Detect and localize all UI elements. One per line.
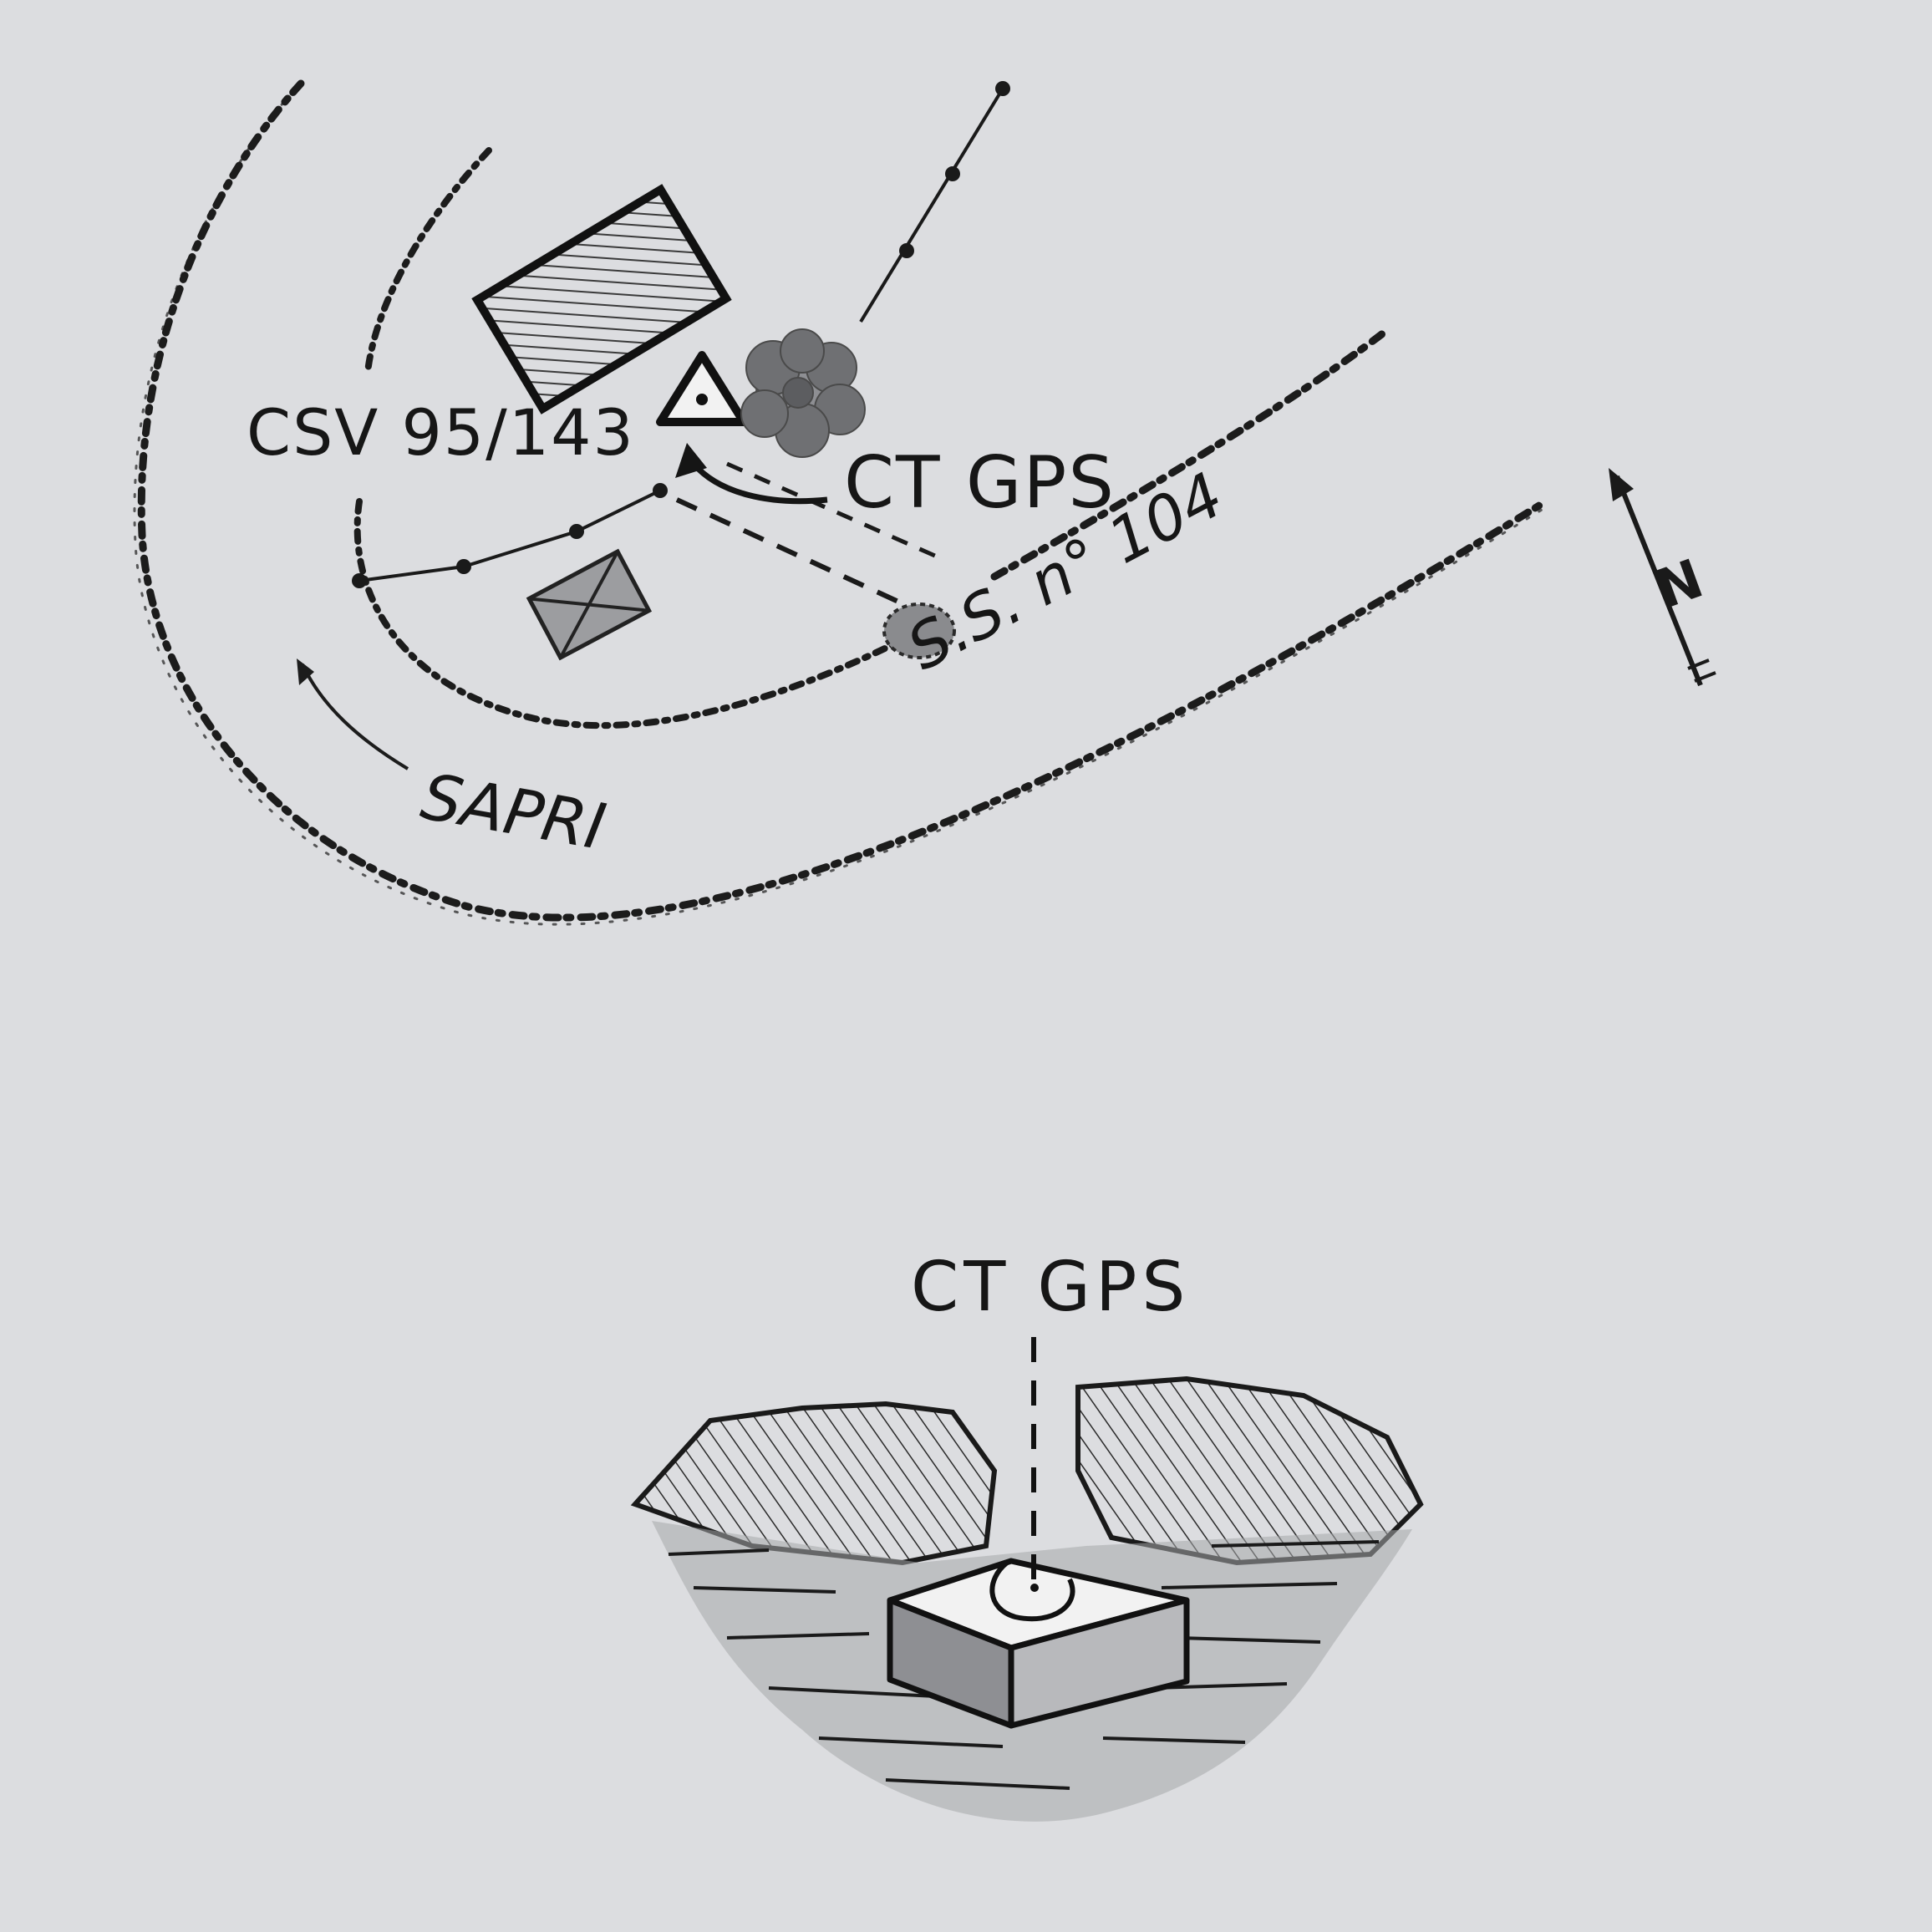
rock-outcrop-right [1075, 1375, 1424, 1566]
building-rectangle [471, 184, 732, 414]
triangle-icon [656, 351, 748, 426]
tree-icon [740, 328, 866, 458]
sapri-arrow-head [297, 658, 314, 685]
sapri-arrow [301, 663, 409, 770]
station-label: CSV 95/143 [247, 395, 635, 470]
crossed-box [526, 548, 653, 661]
detail-label: CT GPS [911, 1248, 1191, 1327]
control-point-label: CT GPS [844, 441, 1116, 525]
road-outer-edge [133, 79, 1550, 926]
survey-monument-block [887, 1558, 1190, 1729]
pointer-arrow-head [675, 443, 707, 478]
shrub [882, 602, 956, 659]
north-arrow-icon [1609, 468, 1716, 687]
fence-line [352, 483, 668, 588]
dashed-path-upper [725, 461, 946, 562]
pointer-arrow [691, 461, 828, 505]
power-line [859, 81, 1010, 323]
dashed-path [675, 497, 900, 604]
north-label: N [1648, 548, 1711, 622]
road-inner-edge [353, 147, 1391, 730]
